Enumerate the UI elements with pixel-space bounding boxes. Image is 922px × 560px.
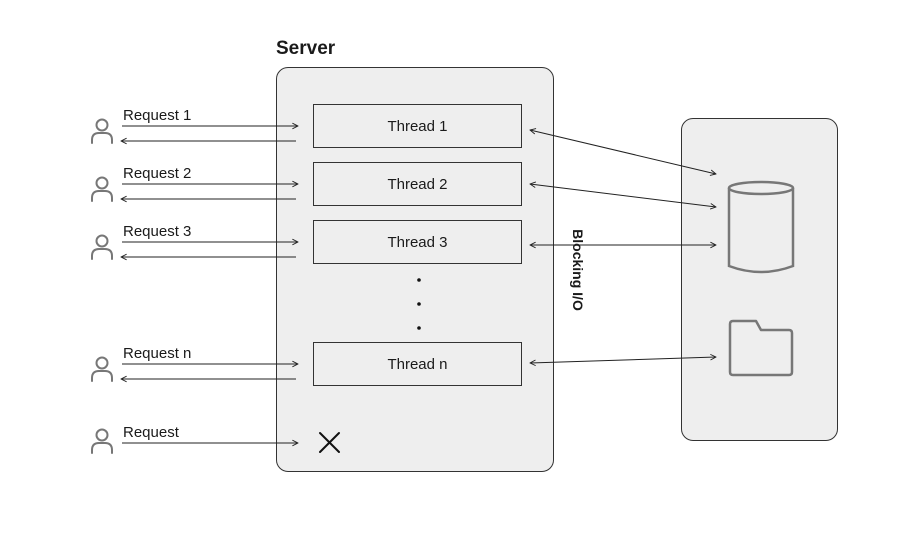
- request-label-3: Request 3: [123, 223, 192, 240]
- request-label-1: Request 1: [123, 107, 192, 124]
- server-title: Server: [276, 38, 336, 59]
- request-label-n: Request n: [123, 345, 192, 362]
- io-arrow-n: [530, 357, 716, 363]
- io-arrow-2: [530, 184, 716, 207]
- folder-icon: [728, 319, 794, 377]
- user-icon: [91, 118, 113, 144]
- user-icon: [91, 234, 113, 260]
- thread-box-3: Thread 3: [313, 220, 522, 264]
- user-icon: [91, 428, 113, 454]
- database-icon: [727, 180, 795, 274]
- io-arrow-1: [530, 130, 716, 174]
- ellipsis-dots: [417, 278, 421, 330]
- request-label-rejected: Request: [123, 424, 179, 441]
- user-icon: [91, 176, 113, 202]
- thread-box-2: Thread 2: [313, 162, 522, 206]
- x-icon: [319, 432, 340, 453]
- user-icon: [91, 356, 113, 382]
- request-label-2: Request 2: [123, 165, 192, 182]
- thread-box-1: Thread 1: [313, 104, 522, 148]
- thread-box-n: Thread n: [313, 342, 522, 386]
